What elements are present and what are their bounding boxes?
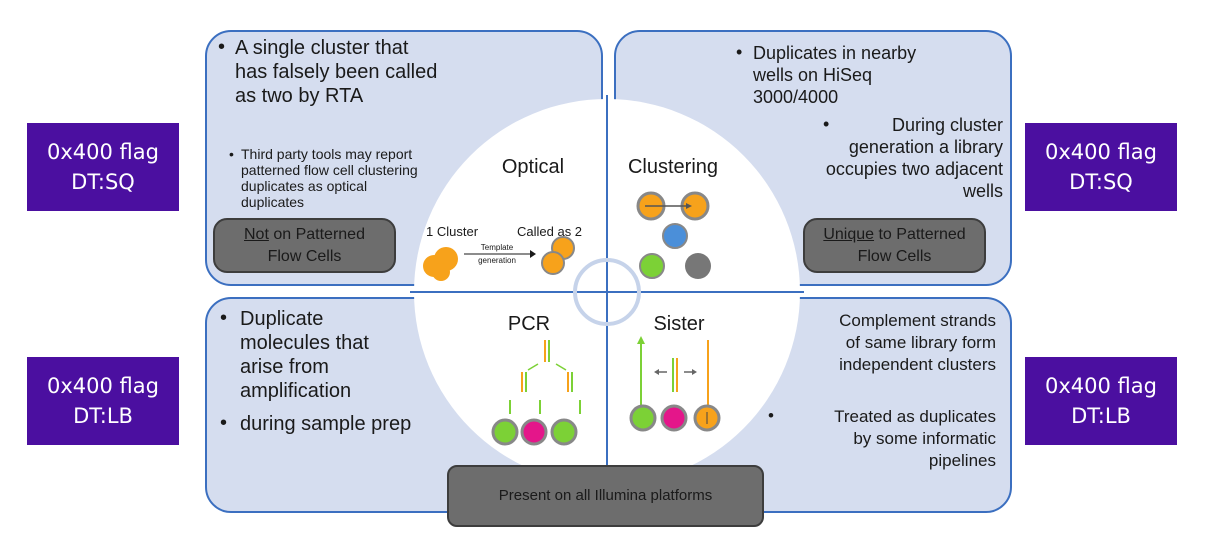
flag-line2: DT:LB bbox=[73, 404, 133, 428]
underlined-word: Unique bbox=[823, 225, 875, 243]
flag-line1: 0x400 flag bbox=[47, 374, 159, 398]
text-line: Treated as duplicates bbox=[834, 407, 996, 426]
sister-strands-diagram bbox=[629, 336, 721, 432]
flag-line2: DT:SQ bbox=[71, 170, 135, 194]
flag-line2: DT:LB bbox=[1071, 404, 1131, 428]
text-line: 3000/4000 bbox=[753, 87, 839, 107]
bullet: • bbox=[736, 42, 743, 62]
badge-text: to Patterned bbox=[874, 225, 966, 243]
bullet: • bbox=[218, 36, 226, 58]
badge-text: Flow Cells bbox=[857, 247, 932, 265]
all-platforms-badge: Present on all Illumina platforms bbox=[447, 465, 764, 527]
optical-description: A single cluster that has falsely been c… bbox=[235, 36, 437, 108]
text-line: amplification bbox=[240, 380, 352, 402]
bullet: • bbox=[220, 307, 228, 329]
text-line: independent clusters bbox=[839, 355, 996, 374]
text-line: has falsely been called bbox=[235, 61, 438, 83]
text-line: Duplicate bbox=[240, 308, 324, 330]
text-line: patterned flow cell clustering bbox=[241, 162, 418, 178]
sister-description: Complement strands of same library form … bbox=[839, 310, 996, 376]
underlined-word: Not bbox=[244, 225, 269, 243]
bullet: • bbox=[220, 412, 228, 434]
generation-label: generation bbox=[478, 256, 516, 265]
pcr-amplification-tree bbox=[491, 340, 581, 446]
cycle-arrow-icon bbox=[573, 258, 641, 293]
badge-text: on Patterned bbox=[268, 225, 365, 243]
optical-title: Optical bbox=[502, 156, 564, 178]
flag-bottom-right: 0x400 flag DT:LB bbox=[1025, 357, 1177, 445]
clustering-title: Clustering bbox=[628, 156, 718, 178]
text-line: wells on HiSeq bbox=[753, 65, 873, 85]
badge-text: Flow Cells bbox=[267, 247, 342, 265]
text-line: pipelines bbox=[928, 451, 996, 470]
text-line: duplicates as optical bbox=[241, 178, 368, 194]
bullet: • bbox=[768, 406, 774, 425]
text-line: Third party tools may report bbox=[241, 146, 413, 162]
sister-title: Sister bbox=[653, 313, 704, 335]
pcr-description: Duplicate molecules that arise from ampl… bbox=[240, 307, 369, 403]
adjacent-wells-diagram bbox=[636, 191, 711, 279]
text-line: arise from bbox=[240, 356, 329, 378]
optical-third-party-note: Third party tools may report patterned f… bbox=[241, 146, 418, 210]
flag-line1: 0x400 flag bbox=[47, 140, 159, 164]
sister-informatics-note: Treated as duplicates by some informatic… bbox=[834, 406, 996, 472]
text-line: During cluster bbox=[891, 115, 1003, 135]
text-line: Complement strands bbox=[839, 311, 996, 330]
text-line: wells bbox=[962, 181, 1003, 201]
not-on-patterned-badge: Not on Patterned Flow Cells bbox=[213, 218, 396, 273]
clustering-description: Duplicates in nearby wells on HiSeq 3000… bbox=[753, 42, 916, 108]
text-line: generation a library bbox=[848, 137, 1003, 157]
badge-text: Present on all Illumina platforms bbox=[498, 487, 713, 504]
text-line: duplicates bbox=[241, 194, 305, 210]
clustering-generation-note: During cluster generation a library occu… bbox=[826, 114, 1003, 202]
bullet: • bbox=[823, 114, 830, 134]
text-line: molecules that bbox=[240, 332, 369, 354]
text-line: A single cluster that bbox=[235, 37, 409, 59]
flag-bottom-left: 0x400 flag DT:LB bbox=[27, 357, 179, 445]
text-line: as two by RTA bbox=[235, 85, 364, 107]
called-as-two-clusters bbox=[541, 236, 575, 275]
cycle-arrow-icon bbox=[573, 291, 641, 326]
text-line: of same library form bbox=[845, 333, 996, 352]
flag-line1: 0x400 flag bbox=[1045, 374, 1157, 398]
unique-to-patterned-badge: Unique to Patterned Flow Cells bbox=[803, 218, 986, 273]
called-as-2-label: Called as 2 bbox=[517, 224, 582, 239]
text-line: Duplicates in nearby bbox=[753, 43, 917, 63]
bullet: • bbox=[229, 146, 234, 162]
arrowhead-icon bbox=[530, 250, 536, 258]
text-line: occupies two adjacent bbox=[825, 159, 1003, 179]
one-cluster-label: 1 Cluster bbox=[426, 224, 479, 239]
flag-top-right: 0x400 flag DT:SQ bbox=[1025, 123, 1177, 211]
pcr-sample-prep: during sample prep bbox=[240, 413, 412, 435]
flag-line2: DT:SQ bbox=[1069, 170, 1133, 194]
text-line: by some informatic bbox=[853, 429, 996, 448]
template-label: Template bbox=[481, 243, 514, 252]
pcr-title: PCR bbox=[508, 313, 550, 335]
flag-top-left: 0x400 flag DT:SQ bbox=[27, 123, 179, 211]
single-cluster-blob bbox=[423, 247, 458, 281]
flag-line1: 0x400 flag bbox=[1045, 140, 1157, 164]
